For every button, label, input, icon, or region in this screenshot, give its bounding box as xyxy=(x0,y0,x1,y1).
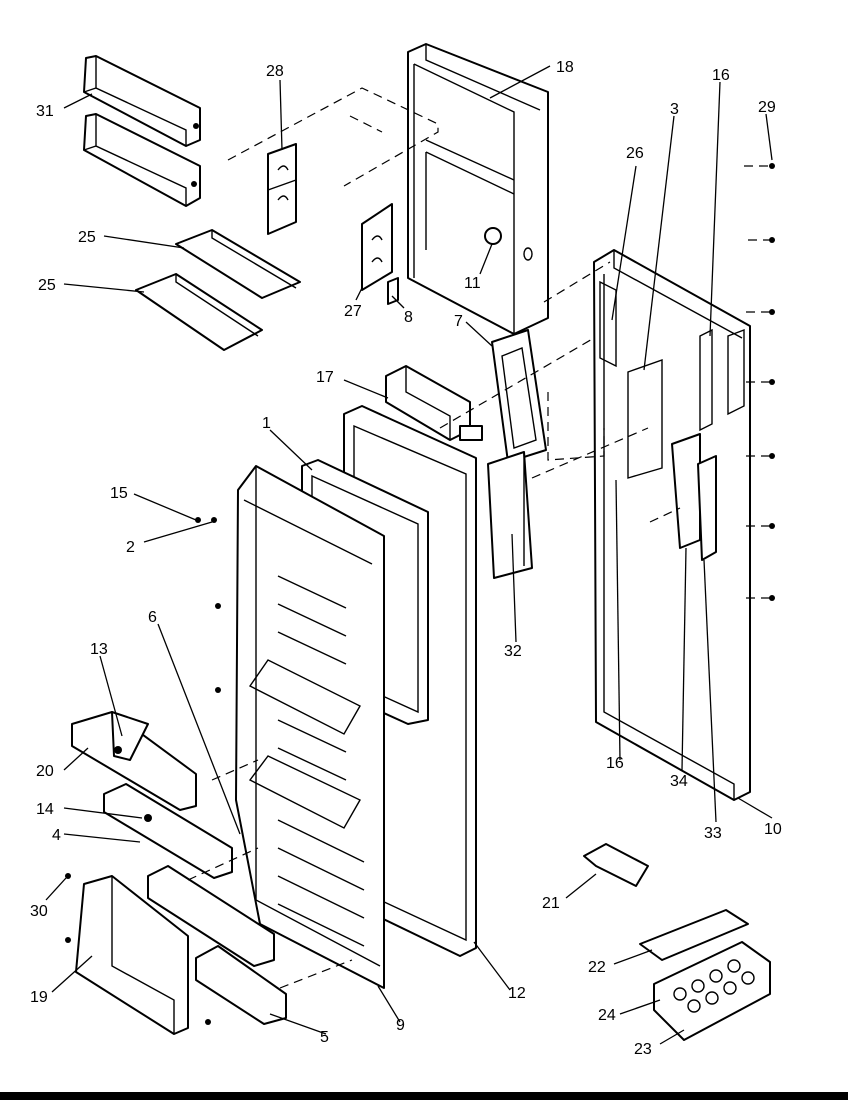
callout-25-upper: 25 xyxy=(78,229,96,246)
callout-27: 27 xyxy=(344,303,362,320)
cover-22 xyxy=(639,909,749,961)
callout-17: 17 xyxy=(316,369,334,386)
channel-34 xyxy=(671,433,701,549)
callout-8: 8 xyxy=(404,309,413,326)
callout-1: 1 xyxy=(262,415,271,432)
callout-26: 26 xyxy=(626,145,644,162)
callout-19: 19 xyxy=(30,989,48,1006)
door-bin-4 xyxy=(103,783,233,879)
callout-11: 11 xyxy=(464,275,481,292)
inner-door-liner-9 xyxy=(235,465,385,989)
callout-16-bottom: 16 xyxy=(606,755,624,772)
leader-lines xyxy=(45,65,773,1045)
tray-21 xyxy=(583,843,649,887)
callout-22: 22 xyxy=(588,959,606,976)
callout-30: 30 xyxy=(30,903,48,920)
callout-13: 13 xyxy=(90,641,108,658)
liner-ribs xyxy=(277,575,365,947)
callout-5: 5 xyxy=(320,1029,329,1046)
callout-15: 15 xyxy=(110,485,128,502)
callout-20: 20 xyxy=(36,763,54,780)
door-bin-19 xyxy=(75,875,189,1035)
bracket-28 xyxy=(267,143,297,235)
dairy-tray-25-upper xyxy=(175,229,301,299)
callout-21: 21 xyxy=(542,895,560,912)
door-panel-18 xyxy=(407,43,549,335)
callout-24: 24 xyxy=(598,1007,616,1024)
bracket-27 xyxy=(361,203,399,305)
callout-4: 4 xyxy=(52,827,61,844)
callout-labels: 31 28 18 16 29 3 26 25 25 11 27 8 7 17 1… xyxy=(30,59,782,1058)
door-bin-5 xyxy=(195,945,287,1025)
dairy-tray-25-lower xyxy=(135,273,263,351)
callout-7: 7 xyxy=(454,313,463,330)
callout-28: 28 xyxy=(266,63,284,80)
callout-9: 9 xyxy=(396,1017,405,1034)
callout-10: 10 xyxy=(764,821,782,838)
callout-6: 6 xyxy=(148,609,157,626)
callout-23: 23 xyxy=(634,1041,652,1058)
outer-door-10 xyxy=(593,249,751,801)
door-bin-20 xyxy=(71,711,197,811)
callout-12: 12 xyxy=(508,985,526,1002)
callout-34: 34 xyxy=(670,773,688,790)
assembly-lines xyxy=(187,87,772,989)
callout-16-top: 16 xyxy=(712,67,730,84)
door-bin-lower-left xyxy=(147,865,275,967)
upper-shelf-31 xyxy=(83,55,201,147)
screws xyxy=(65,163,775,1025)
callout-25-lower: 25 xyxy=(38,277,56,294)
callout-31: 31 xyxy=(36,103,54,120)
callout-3: 3 xyxy=(670,101,679,118)
upper-shelf-lower xyxy=(83,113,201,207)
callout-29: 29 xyxy=(758,99,776,116)
ice-cube-wells xyxy=(673,959,755,1013)
ice-bucket-23 xyxy=(653,941,771,1041)
channel-33 xyxy=(697,455,717,561)
actuator-17 xyxy=(385,365,483,441)
callout-14: 14 xyxy=(36,801,54,818)
callout-33: 33 xyxy=(704,825,722,842)
bottom-rule xyxy=(0,1092,848,1100)
callout-18: 18 xyxy=(556,59,574,76)
callout-2: 2 xyxy=(126,539,135,556)
housing-7 xyxy=(491,329,547,463)
insulation-block-32 xyxy=(487,451,533,579)
callout-32: 32 xyxy=(504,643,522,660)
